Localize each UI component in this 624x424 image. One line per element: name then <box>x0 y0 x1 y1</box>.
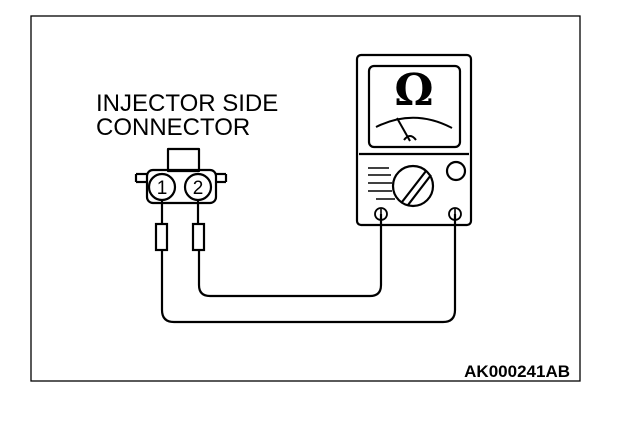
ohmmeter-icon <box>355 53 473 227</box>
pin-1-label: 1 <box>157 178 168 199</box>
connector-label-line2: CONNECTOR <box>96 114 250 141</box>
test-leads <box>160 214 457 324</box>
figure-code: AK000241AB <box>464 362 570 381</box>
figure-frame <box>30 15 581 382</box>
connector-icon <box>134 147 228 205</box>
test-probes <box>154 200 206 252</box>
pin-2-label: 2 <box>193 178 204 199</box>
ohm-symbol: Ω <box>394 65 433 116</box>
connector-label-line1: INJECTOR SIDE <box>96 90 278 117</box>
